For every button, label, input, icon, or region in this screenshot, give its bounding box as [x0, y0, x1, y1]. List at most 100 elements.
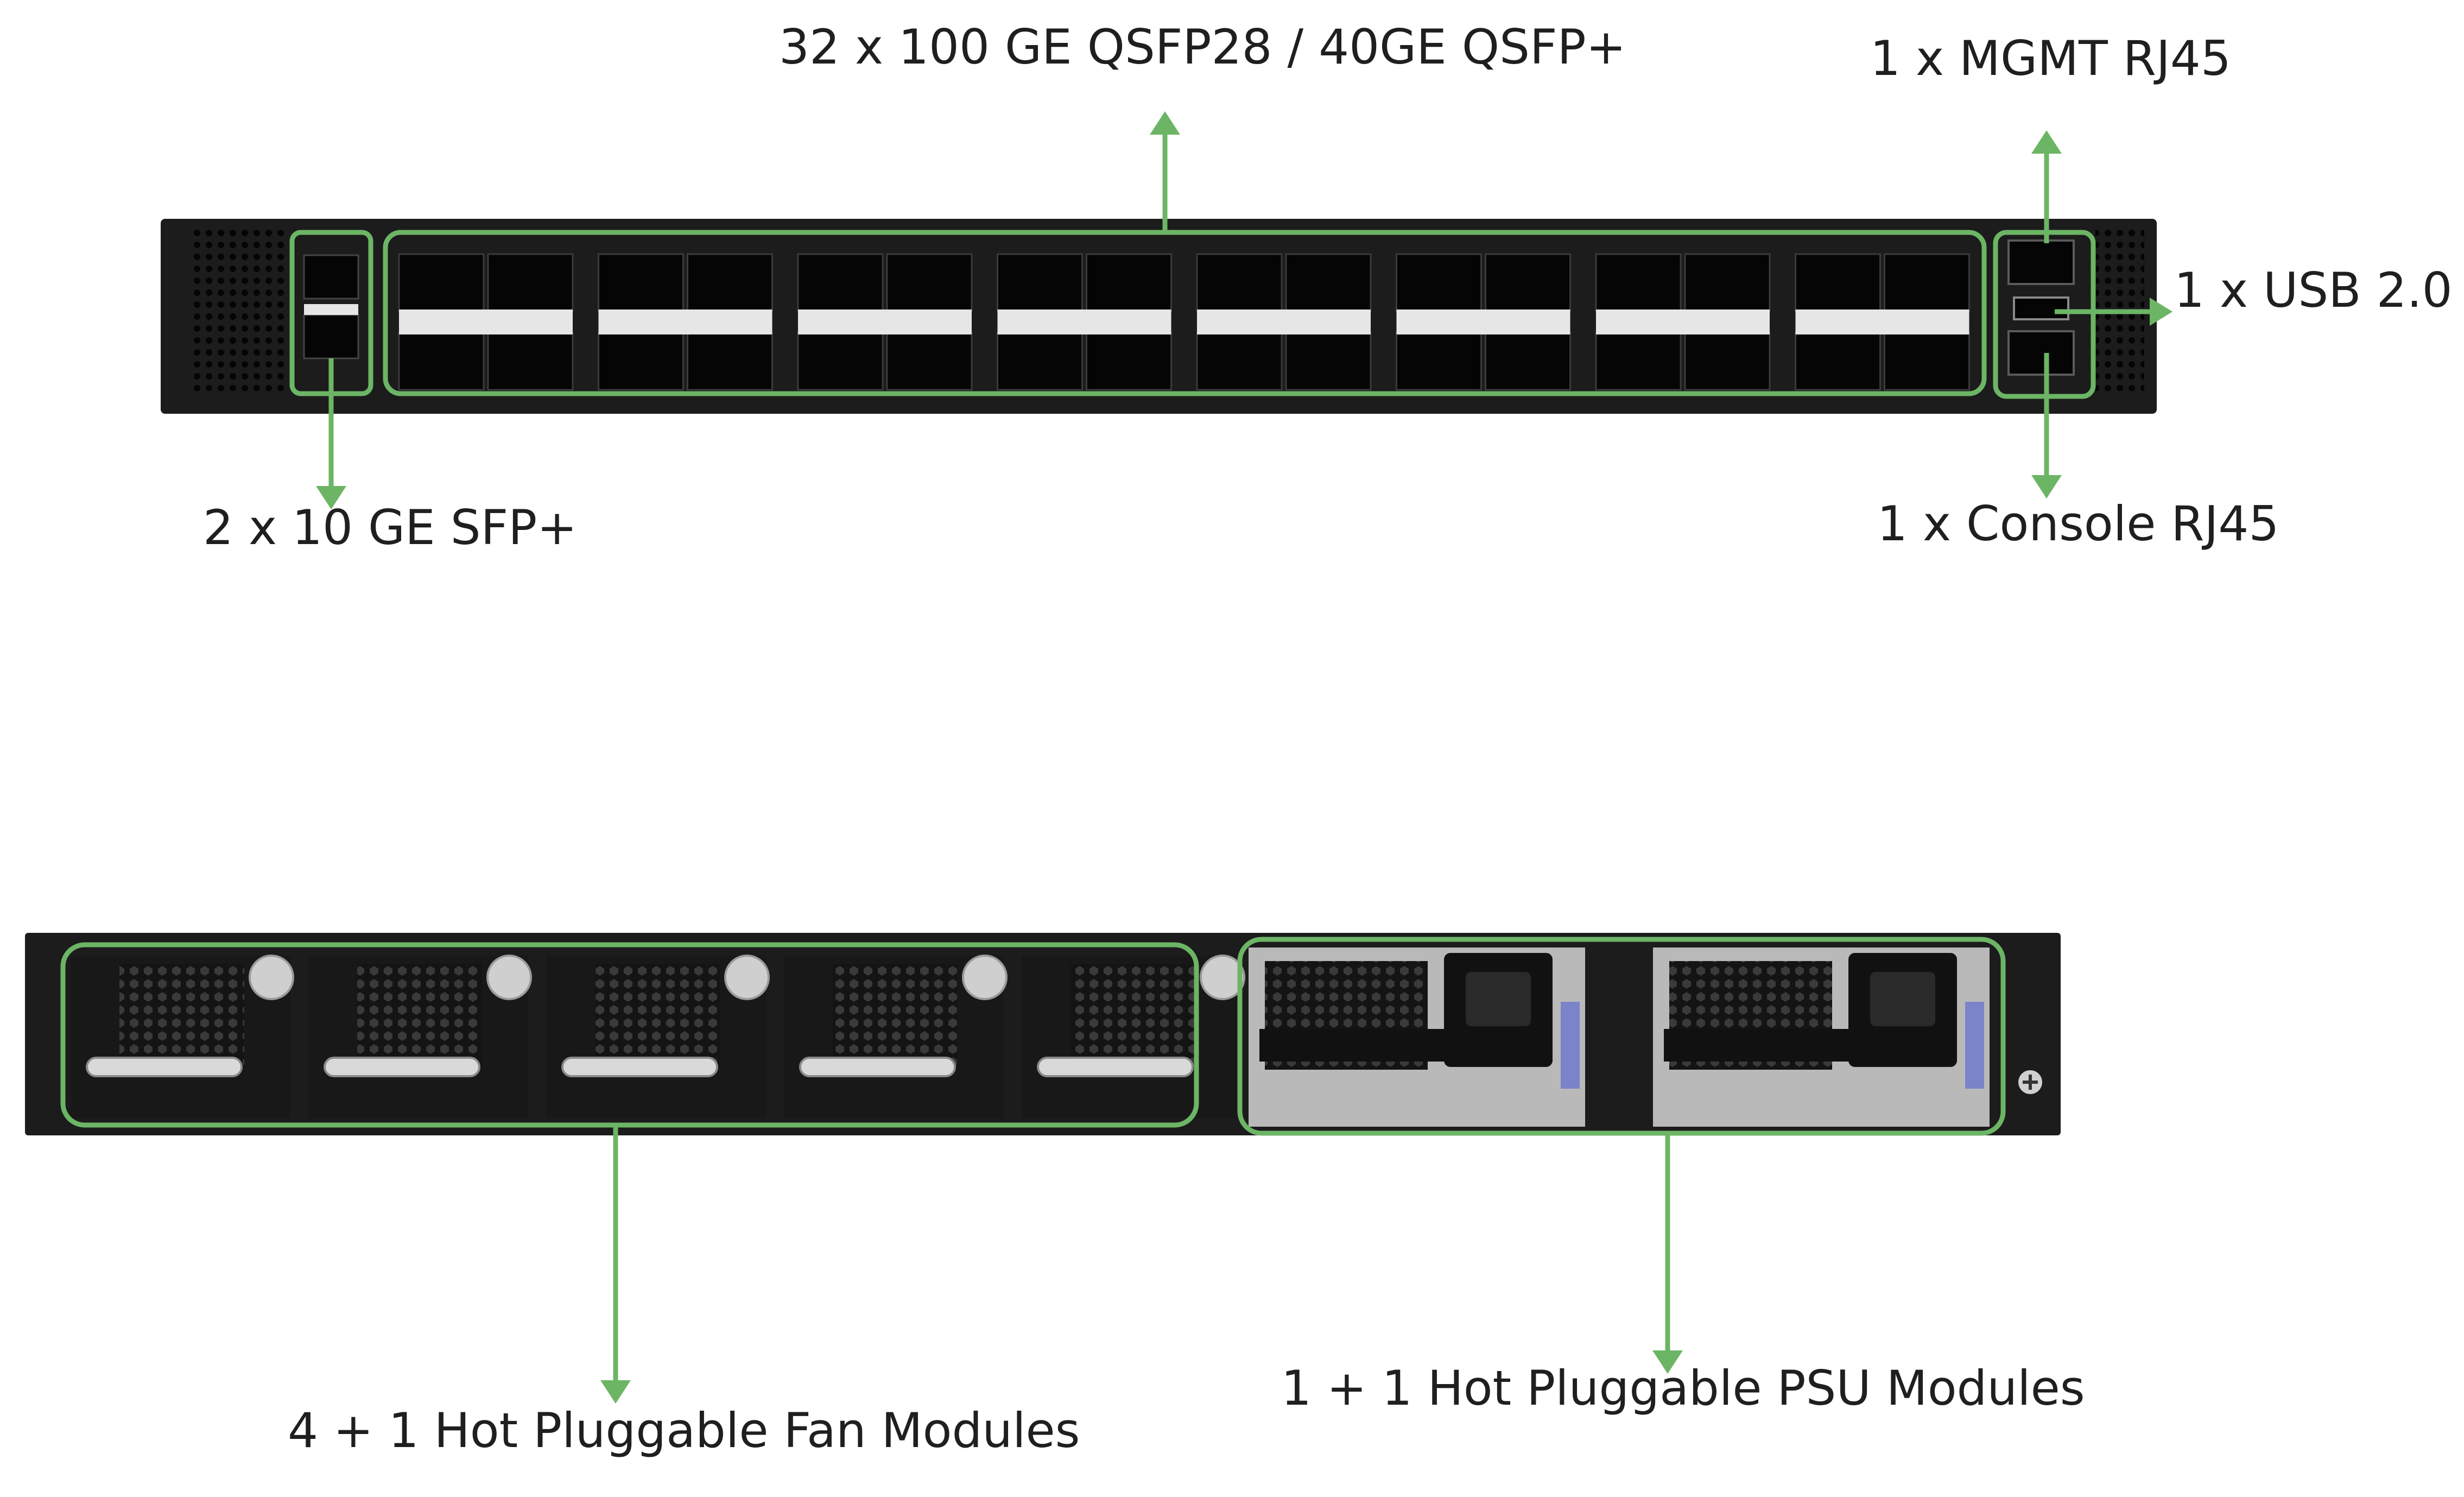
- usb-port: [2013, 296, 2069, 320]
- fan-icon: [833, 964, 958, 1067]
- qsfp-port-group: [797, 253, 973, 391]
- psu-module: [1653, 948, 1990, 1127]
- thumbscrew-icon: [962, 955, 1008, 1000]
- management-ports: [2007, 239, 2075, 376]
- qsfp-port: [687, 331, 773, 391]
- fan-handle: [86, 1057, 243, 1077]
- qsfp-port: [487, 253, 574, 313]
- qsfp-port-label-strip: [1197, 309, 1371, 334]
- psu-release-latch: [1561, 1002, 1580, 1089]
- front-vent-left: [190, 228, 288, 391]
- label-qsfp-ports: 32 x 100 GE QSFP28 / 40GE QSFP+: [779, 19, 1626, 75]
- qsfp-port: [1485, 253, 1571, 313]
- arrow-down-icon: [316, 358, 346, 509]
- qsfp-port: [1795, 331, 1881, 391]
- qsfp-port: [1086, 331, 1172, 391]
- qsfp-port: [886, 253, 973, 313]
- qsfp-port: [1884, 253, 1970, 313]
- thumbscrew-icon: [724, 955, 770, 1000]
- fan-icon: [357, 964, 482, 1067]
- qsfp-port-group: [398, 253, 574, 391]
- thumbscrew-icon: [486, 955, 532, 1000]
- qsfp-port: [1396, 253, 1482, 313]
- qsfp-port-label-strip: [798, 309, 972, 334]
- psu-module: [1249, 948, 1585, 1127]
- arrow-down-icon: [2031, 353, 2062, 498]
- arrow-up-icon: [2031, 130, 2062, 243]
- qsfp-port: [997, 253, 1083, 313]
- fan-handle: [561, 1057, 718, 1077]
- qsfp-port-group: [1795, 253, 1970, 391]
- sfp-ports: [303, 254, 359, 359]
- qsfp-port-group: [1396, 253, 1571, 391]
- qsfp-port: [398, 331, 485, 391]
- label-mgmt-port: 1 x MGMT RJ45: [1870, 30, 2231, 86]
- psu-modules: [1249, 948, 1990, 1127]
- qsfp-port: [1795, 253, 1881, 313]
- qsfp-port: [886, 331, 973, 391]
- callout-box-psu: [1237, 937, 2006, 1136]
- qsfp-port-label-strip: [399, 309, 573, 334]
- fan-module: [308, 955, 532, 1119]
- fan-modules: [71, 955, 1245, 1119]
- arrow-right-icon: [2055, 298, 2172, 326]
- qsfp-port: [1396, 331, 1482, 391]
- psu-release-latch: [1965, 1002, 1984, 1089]
- arrow-up-icon: [1150, 111, 1180, 232]
- qsfp-port: [1086, 253, 1172, 313]
- qsfp-port-label-strip: [997, 309, 1171, 334]
- qsfp-port-group: [1196, 253, 1372, 391]
- qsfp-port: [1684, 253, 1771, 313]
- thumbscrew-icon: [249, 955, 294, 1000]
- qsfp-port: [797, 331, 884, 391]
- qsfp-port: [1485, 331, 1571, 391]
- fan-icon: [1071, 964, 1195, 1067]
- psu-handle: [1259, 1029, 1553, 1062]
- qsfp-port-label-strip: [1396, 309, 1570, 334]
- callout-arrows: [316, 111, 2172, 1404]
- sfp-port: [303, 314, 359, 359]
- qsfp-port: [598, 331, 684, 391]
- front-panel: [161, 219, 2157, 414]
- qsfp-port: [1285, 331, 1372, 391]
- thumbscrew-icon: [1200, 955, 1245, 1000]
- qsfp-port-label-strip: [1795, 309, 1969, 334]
- qsfp-port: [1196, 331, 1283, 391]
- qsfp-port-group: [1595, 253, 1771, 391]
- rear-panel: [25, 933, 2061, 1136]
- label-fan-modules: 4 + 1 Hot Pluggable Fan Modules: [288, 1403, 1080, 1458]
- qsfp-port-group: [598, 253, 773, 391]
- qsfp-port-label-strip: [598, 309, 772, 334]
- qsfp-port-group: [997, 253, 1172, 391]
- qsfp-port: [687, 253, 773, 313]
- qsfp-port: [487, 331, 574, 391]
- qsfp-ports: [398, 253, 1970, 391]
- console-rj45-port: [2007, 330, 2075, 376]
- label-sfp-ports: 2 x 10 GE SFP+: [203, 500, 577, 555]
- qsfp-port: [598, 253, 684, 313]
- qsfp-port: [1884, 331, 1970, 391]
- qsfp-port: [797, 253, 884, 313]
- qsfp-port: [1684, 331, 1771, 391]
- mgmt-rj45-port: [2007, 239, 2075, 285]
- callout-box-fans: [60, 942, 1199, 1128]
- fan-module: [1022, 955, 1245, 1119]
- arrow-down-icon: [1652, 1133, 1683, 1374]
- qsfp-port: [1285, 253, 1372, 313]
- psu-handle: [1664, 1029, 1957, 1062]
- fan-icon: [119, 964, 244, 1067]
- qsfp-port: [1196, 253, 1283, 313]
- fan-module: [784, 955, 1008, 1119]
- qsfp-port: [398, 253, 485, 313]
- qsfp-port-label-strip: [1596, 309, 1770, 334]
- fan-handle: [1037, 1057, 1194, 1077]
- label-psu-modules: 1 + 1 Hot Pluggable PSU Modules: [1281, 1360, 2085, 1416]
- arrow-down-icon: [600, 1125, 631, 1404]
- qsfp-port: [1595, 253, 1682, 313]
- label-usb-port: 1 x USB 2.0: [2174, 262, 2453, 318]
- fan-module: [546, 955, 770, 1119]
- ground-screw-icon: [2018, 1070, 2042, 1094]
- sfp-port: [303, 254, 359, 300]
- fan-icon: [595, 964, 720, 1067]
